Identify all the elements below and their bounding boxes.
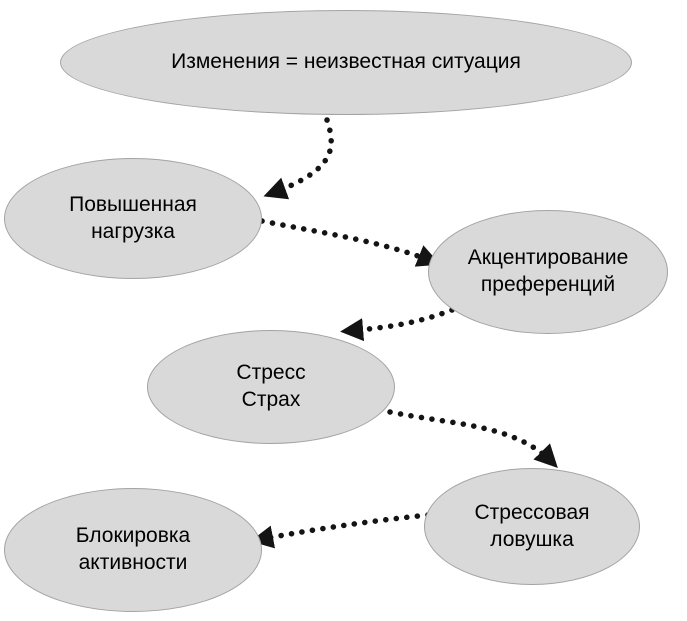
edge-load-to-accent (259, 218, 441, 267)
node-label-line1: Стресс (236, 361, 306, 385)
node-stress-strakh: Стресс Страх (147, 330, 395, 444)
node-label-line1: Акцентирование (467, 246, 629, 270)
node-label-line2: нагрузка (91, 219, 175, 243)
node-label-line2: Страх (241, 388, 301, 411)
node-label-line2: ловушка (490, 527, 574, 551)
node-stressovaya-lovushka: Стрессовая ловушка (424, 468, 640, 585)
node-label-line2: преференций (480, 273, 616, 296)
edge-accent-to-stress (340, 307, 455, 342)
node-label-line1: Стрессовая (474, 500, 590, 524)
node-izmeneniya: Изменения = неизвестная ситуация (60, 10, 632, 115)
node-povyshennaya-nagruzka: Повышенная нагрузка (4, 158, 262, 279)
node-blokirovka-aktivnosti: Блокировка активности (4, 488, 262, 612)
node-label-line2: активности (78, 551, 188, 574)
node-label-line1: Блокировка (75, 524, 191, 548)
edge-stress-to-trap (387, 409, 558, 468)
node-label: Изменения = неизвестная ситуация (171, 50, 521, 74)
edge-trap-to-block (250, 512, 431, 549)
node-aktsentirovanie-preferentsiy: Акцентирование преференций (428, 210, 668, 334)
node-label-line1: Повышенная (69, 192, 197, 216)
edge-change-to-load (263, 117, 334, 200)
